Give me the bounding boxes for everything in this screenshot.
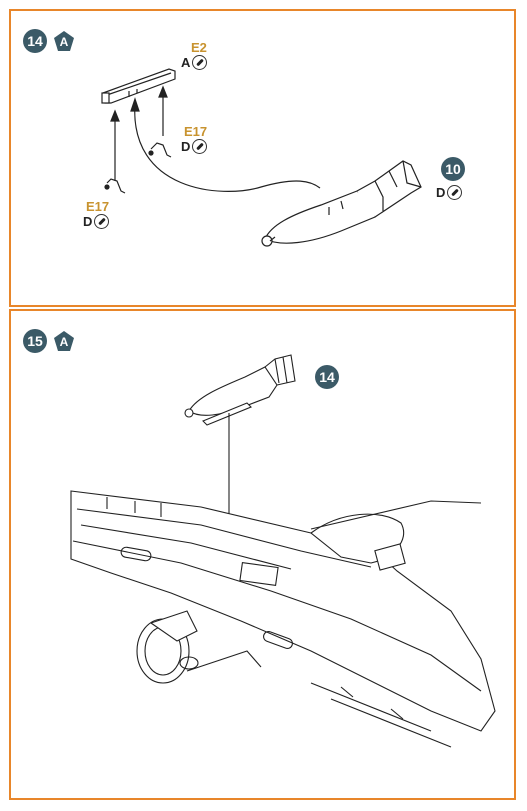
variant-a-letter: A	[59, 335, 69, 349]
part-number-e17-lower: E17	[86, 199, 110, 214]
step-10-reference-badge: 10	[441, 157, 465, 181]
step-14-reference-number: 14	[319, 369, 335, 385]
sprue-row-a: A	[181, 54, 208, 70]
step-15-number-badge: 15	[23, 329, 47, 353]
step-14-assembly-drawing	[101, 68, 422, 247]
sprue-row-d-upper: D	[181, 138, 208, 154]
paint-brush-icon	[447, 185, 463, 200]
aircraft-wing-part	[70, 490, 496, 748]
paint-brush-icon	[94, 214, 110, 229]
step-15-panel: 15 A 14	[9, 309, 516, 800]
step-15-number: 15	[27, 333, 43, 349]
variant-a-letter: A	[59, 35, 69, 49]
step-14-number: 14	[27, 33, 43, 49]
paint-brush-icon	[192, 55, 208, 70]
callout-e17-upper: E17 D	[181, 124, 208, 154]
sprue-letter-d-bomb: D	[436, 184, 446, 200]
bomb-rack-part	[101, 68, 176, 104]
part-number-e2: E2	[191, 40, 207, 55]
paint-brush-icon	[192, 139, 208, 154]
bomb-with-rack-part	[184, 354, 296, 426]
sprue-letter-a: A	[181, 54, 191, 70]
step-14-panel: 14 A E2 A E17 D E17 D 10 D	[9, 9, 516, 307]
variant-a-badge: A	[53, 30, 75, 52]
variant-a-badge: A	[53, 330, 75, 352]
step-10-reference-number: 10	[445, 161, 461, 177]
sprue-row-d-lower: D	[83, 213, 110, 229]
step-14-reference-badge: 14	[315, 365, 339, 389]
bomb-part	[261, 160, 422, 247]
sprue-row-d-bomb: D	[436, 184, 463, 200]
callout-e2: E2 A	[181, 40, 208, 70]
sprue-letter-d-upper: D	[181, 138, 191, 154]
callout-d-bomb: D	[436, 184, 463, 200]
sprue-letter-d-lower: D	[83, 213, 93, 229]
callout-e17-lower: E17 D	[83, 199, 110, 229]
step-14-number-badge: 14	[23, 29, 47, 53]
part-number-e17-upper: E17	[184, 124, 208, 139]
step-15-assembly-drawing	[70, 354, 496, 748]
